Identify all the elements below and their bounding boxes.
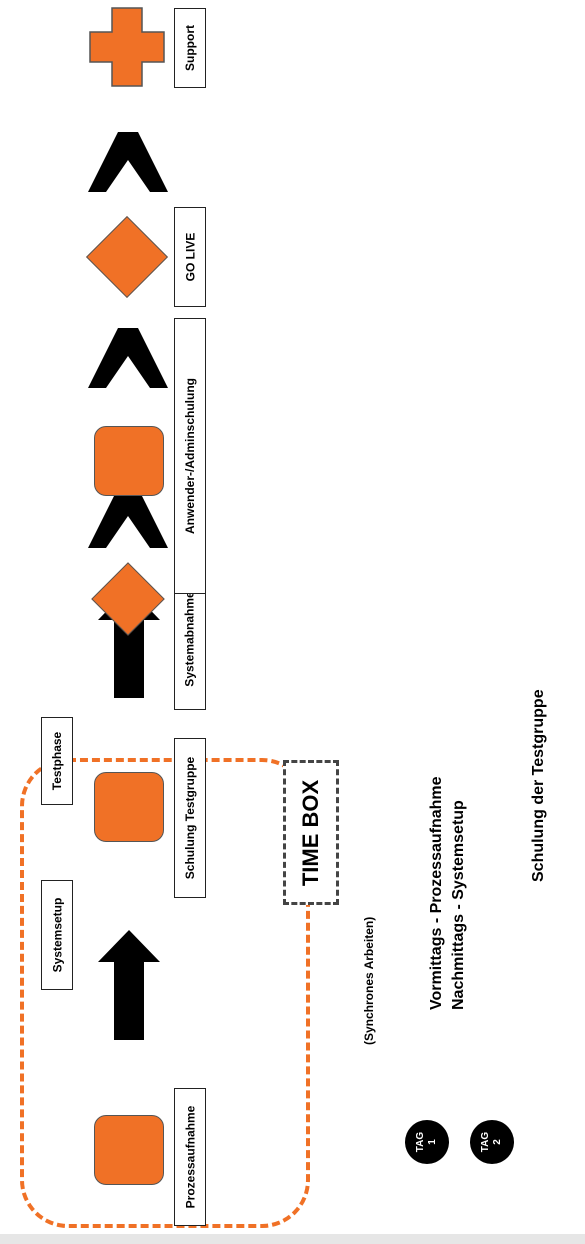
tag-1-line1: TAG <box>415 1131 426 1153</box>
tag-2-line2: 2 <box>492 1139 503 1145</box>
support-cross-icon <box>89 7 165 87</box>
bottom-bar <box>0 1234 585 1244</box>
tag-2-line1: TAG <box>480 1131 491 1153</box>
tag-1-description-line1: Vormittags - Prozessaufnahme <box>428 776 445 1010</box>
go-live-text: GO LIVE <box>183 232 197 282</box>
arrow-up-icon-1 <box>98 930 160 1040</box>
systemsetup-text: Systemsetup <box>50 897 65 973</box>
schulung-testgruppe-text: Schulung Testgruppe <box>183 756 198 880</box>
support-text: Support <box>183 25 197 71</box>
prozessaufnahme-label: Prozessaufnahme <box>174 1088 206 1226</box>
tag-1-description-line2: Nachmittags - Systemsetup <box>450 800 467 1010</box>
chevron-up-icon-3 <box>88 132 168 192</box>
schulung-testgruppe-label: Schulung Testgruppe <box>174 738 206 898</box>
schulung-testgruppe-square <box>94 772 164 842</box>
go-live-diamond <box>85 215 169 299</box>
tag-1-badge: TAG 1 <box>405 1120 449 1164</box>
testphase-text: Testphase <box>50 731 64 791</box>
go-live-label: GO LIVE <box>174 207 206 307</box>
tag-2-badge: TAG 2 <box>470 1120 514 1164</box>
anwender-adminschulung-text: Anwender-/Adminschulung <box>183 378 197 534</box>
prozessaufnahme-text: Prozessaufnahme <box>183 1105 198 1209</box>
tag-1-line2: 1 <box>427 1139 438 1145</box>
anwender-adminschulung-label: Anwender-/Adminschulung <box>174 318 206 594</box>
support-label: Support <box>174 8 206 88</box>
tag-2-description: Schulung der Testgruppe <box>530 689 547 882</box>
timebox-title: TIME BOX <box>298 779 323 886</box>
timebox-label: TIME BOX <box>283 760 339 905</box>
testphase-label: Testphase <box>41 717 73 805</box>
timebox-border <box>20 758 310 1228</box>
prozessaufnahme-square <box>94 1115 164 1185</box>
timebox-subtitle: (Synchrones Arbeiten) <box>362 916 376 1045</box>
anwender-adminschulung-square <box>94 426 164 496</box>
systemsetup-label: Systemsetup <box>41 880 73 990</box>
chevron-up-icon-2 <box>88 328 168 388</box>
chevron-up-icon-1 <box>88 488 168 548</box>
systemabnahme-text: Systemabnahme <box>183 591 197 687</box>
